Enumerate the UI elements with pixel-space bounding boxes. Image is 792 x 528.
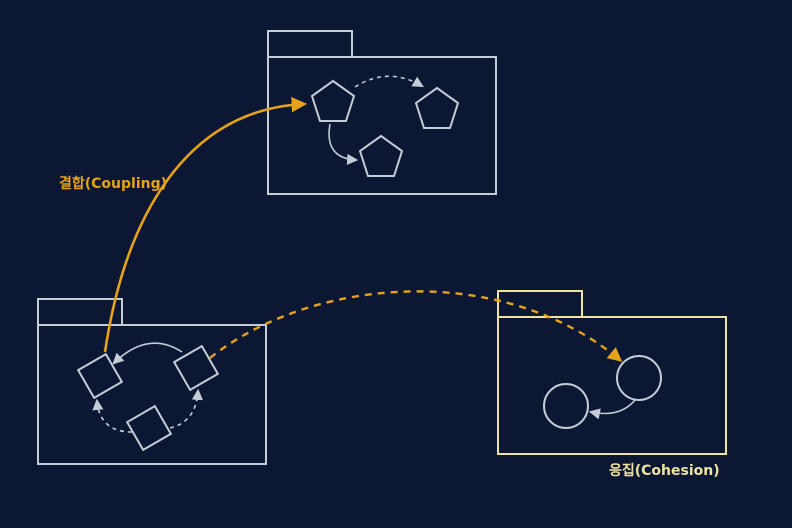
package-right-body	[497, 316, 727, 455]
pentagon-node-bottom	[358, 134, 404, 177]
solid-arrow-right-to-left	[112, 342, 183, 365]
square-node-bottom	[125, 404, 173, 452]
package-bottom-left	[37, 298, 267, 465]
dashed-arrow-bottom-to-left	[92, 398, 133, 433]
solid-arrow-circle	[588, 399, 636, 420]
circle-node-left	[543, 383, 589, 429]
cohesion-arrow	[209, 290, 623, 362]
cohesion-label: 응집(Cohesion)	[609, 462, 720, 479]
coupling-label: 결합(Coupling)	[59, 175, 167, 192]
circle-node-right	[616, 355, 662, 401]
dashed-arrow-bottom-to-right	[169, 388, 204, 429]
package-top-tab	[267, 30, 353, 58]
pentagon-node-left	[310, 79, 356, 122]
solid-arrow-down	[328, 123, 359, 166]
package-bottom-left-body	[37, 324, 267, 465]
package-right	[497, 290, 727, 455]
pentagon-node-right	[414, 86, 460, 129]
coupling-arrow	[103, 96, 308, 353]
package-top-body	[267, 56, 497, 195]
square-node-left	[76, 352, 124, 400]
package-top	[267, 30, 497, 195]
square-node-right	[172, 344, 220, 392]
dashed-arrow-top	[354, 75, 424, 88]
